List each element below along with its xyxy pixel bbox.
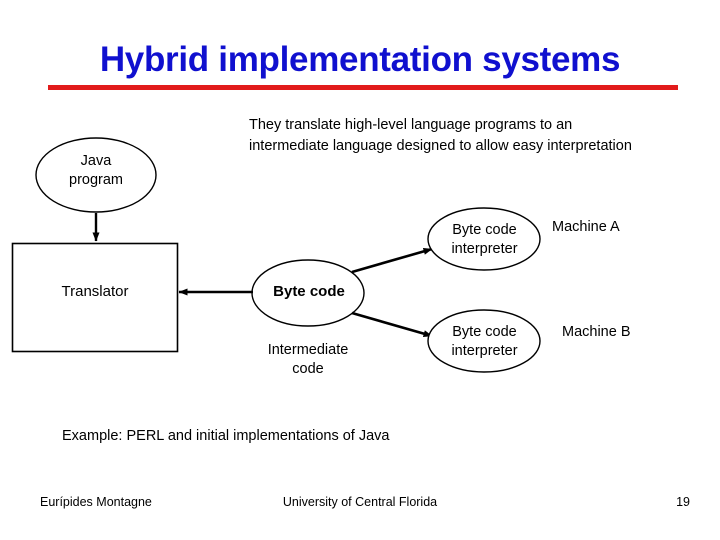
- footer-author: Eurípides Montagne: [40, 495, 152, 509]
- intermediate-code-label-line2: code: [292, 361, 324, 377]
- intermediate-code-label: Intermediate code: [248, 341, 368, 379]
- interpreter-a-label-line2: interpreter: [451, 241, 518, 257]
- interpreter-b-label-line1: Byte code: [452, 324, 517, 340]
- intermediate-code-label-line1: Intermediate: [267, 342, 349, 358]
- arrow-bytecode-to-interpreter-a: [351, 247, 433, 274]
- interpreter-b-label-line2: interpreter: [451, 343, 518, 359]
- footer-organization: University of Central Florida: [282, 495, 438, 509]
- machine-a-label: Machine A: [552, 219, 620, 235]
- byte-code-interpreter-b-label: Byte code interpreter: [428, 323, 541, 361]
- java-program-label-line2: program: [69, 172, 123, 188]
- translator-box: [11, 242, 179, 353]
- translator-label: Translator: [61, 283, 129, 300]
- interpreter-a-label-line1: Byte code: [452, 222, 517, 238]
- java-program-label: Java program: [36, 152, 156, 190]
- machine-b-label: Machine B: [562, 324, 631, 340]
- byte-code-interpreter-a-ellipse: [427, 207, 541, 271]
- byte-code-interpreter-a-label: Byte code interpreter: [428, 221, 541, 259]
- page-title: Hybrid implementation systems: [99, 40, 621, 79]
- byte-code-label: Byte code: [273, 283, 345, 300]
- title-underline-rule: [48, 85, 678, 90]
- java-program-ellipse: [35, 137, 157, 213]
- byte-code-interpreter-b-ellipse: [427, 309, 541, 373]
- java-program-label-line1: Java: [80, 153, 112, 169]
- example-text: Example: PERL and initial implementation…: [62, 428, 390, 444]
- footer-page-number: 19: [676, 495, 690, 509]
- arrow-bytecode-to-interpreter-b: [351, 311, 433, 338]
- description-text: They translate high-level language progr…: [249, 117, 632, 154]
